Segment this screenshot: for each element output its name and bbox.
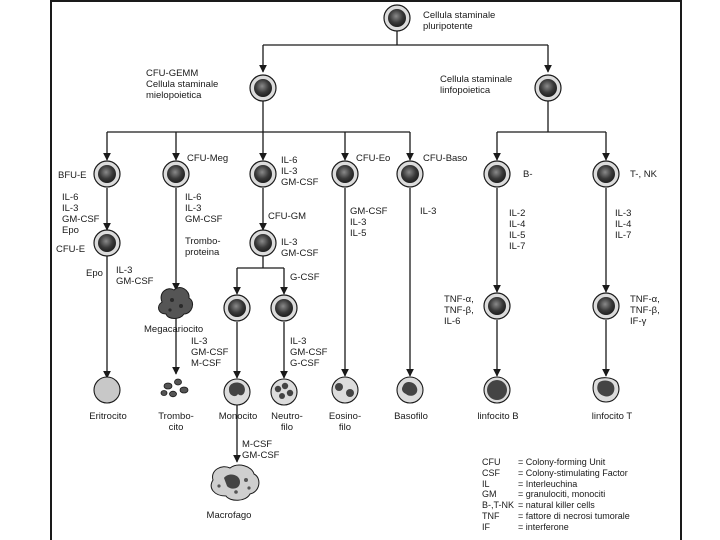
label-neutrofilo: Neutro- filo	[271, 411, 303, 433]
factors-baso: IL-3	[420, 206, 437, 217]
legend-definition: = natural killer cells	[518, 500, 595, 511]
legend-row: GM = granulociti, monociti	[482, 489, 718, 500]
factors-meg: IL-6 IL-3 GM-CSF	[185, 192, 223, 225]
legend-row: B-,T-NK= natural killer cells	[482, 500, 718, 511]
factors-t: IL-3 IL-4 IL-7	[615, 208, 632, 241]
legend-abbr: CSF	[482, 467, 500, 478]
factors-cfu-e: IL-3 GM-CSF	[116, 265, 154, 287]
legend-row: IL = Interleuchina	[482, 479, 718, 490]
legend-row: TNF = fattore di necrosi tumorale	[482, 511, 718, 522]
cell-cfu-gm	[249, 229, 277, 257]
label-cfu-meg: CFU-Meg	[187, 153, 229, 164]
cell-cfu-gm-parent	[249, 160, 277, 188]
legend-abbr: CFU	[482, 457, 501, 467]
label-lymphoid-stem: Cellula staminale linfopoietica	[440, 74, 513, 96]
factors-trombopoietina: Trombo- proteina	[185, 236, 221, 258]
label-cfu-eo: CFU-Eo	[356, 153, 391, 164]
label-eosinofilo: Eosino- filo	[328, 411, 362, 433]
b-lymphocyte-shape	[483, 376, 511, 404]
t-lymphocyte-shape	[592, 377, 620, 403]
label-megacariocito: Megacariocito	[144, 324, 204, 335]
legend-abbr: IF	[482, 521, 490, 532]
label-t-nk: T-, NK	[630, 169, 657, 180]
legend-definition: = interferone	[518, 521, 569, 532]
cells	[93, 4, 620, 322]
megakaryocyte-shape	[158, 287, 194, 319]
monocyte-shape	[223, 378, 251, 406]
label-cfu-gemm: CFU-GEMM Cellula staminale mielopoietica	[146, 68, 219, 101]
neutrophil-shape	[270, 378, 298, 406]
cell-cfu-meg	[162, 160, 190, 188]
label-trombocito: Trombo- cito	[158, 411, 194, 433]
cell-cfu-baso	[396, 160, 424, 188]
label-monocito: Monocito	[218, 411, 258, 422]
legend-row: CSF = Colony-stimulating Factor	[482, 468, 718, 479]
label-b: B-	[523, 169, 533, 180]
legend-definition: = fattore di necrosi tumorale	[518, 510, 630, 521]
factors-eo: GM-CSF IL-3 IL-5	[350, 206, 388, 239]
legend-definition: = Colony-stimulating Factor	[518, 467, 628, 478]
cell-monoblast	[223, 294, 251, 322]
legend-definition: = Colony-forming Unit	[518, 457, 606, 467]
stem-cell-pluripotent	[383, 4, 411, 32]
legend-abbr: IL	[482, 478, 490, 489]
factors-macro: M-CSF GM-CSF	[242, 439, 280, 461]
legend-abbr: B-,T-NK	[482, 500, 515, 511]
label-macrofago: Macrofago	[206, 510, 252, 521]
basophil-shape	[396, 376, 424, 404]
label-bfu-e: BFU-E	[58, 170, 87, 181]
factors-gm-mid: IL-3 GM-CSF	[281, 237, 319, 259]
frame-top	[50, 0, 682, 2]
cell-b-progenitor	[483, 160, 511, 188]
factors-mono: IL-3 GM-CSF M-CSF	[191, 336, 229, 369]
macrophage-shape	[210, 464, 260, 501]
frame-right	[680, 0, 682, 540]
label-cfu-gm: CFU-GM	[268, 211, 306, 222]
factors-gm-top: IL-6 IL-3 GM-CSF	[281, 155, 319, 188]
legend-abbr: GM	[482, 489, 497, 500]
factors-epo: Epo	[86, 268, 103, 279]
erythrocyte-shape	[93, 376, 121, 404]
cell-t-nk-progenitor	[592, 160, 620, 188]
frame-left	[50, 0, 52, 540]
cell-t-pre	[592, 292, 620, 320]
cell-bfu-e	[93, 160, 121, 188]
cell-b-pre	[483, 292, 511, 320]
cell-myeloblast	[270, 294, 298, 322]
label-cfu-baso: CFU-Baso	[423, 153, 468, 164]
factors-b: IL-2 IL-4 IL-5 IL-7	[509, 208, 526, 252]
cell-cfu-e	[93, 229, 121, 257]
legend-row: IF = interferone	[482, 522, 718, 533]
factors-t-pre: TNF-α, TNF-β, IF-γ	[630, 294, 660, 327]
label-stem-pluripotent: Cellula staminale pluripotente	[423, 10, 496, 32]
legend-definition: = Interleuchina	[518, 478, 578, 489]
stem-cell-myeloid	[249, 74, 277, 102]
stem-cell-lymphoid	[534, 74, 562, 102]
label-linfocito-b: linfocito B	[477, 411, 519, 422]
factors-b-pre: TNF-α, TNF-β, IL-6	[444, 294, 474, 327]
label-eritrocito: Eritrocito	[89, 411, 127, 422]
cell-cfu-eo	[331, 160, 359, 188]
connectors	[103, 31, 610, 463]
label-cfu-e: CFU-E	[56, 244, 86, 255]
label-linfocito-t: linfocito T	[591, 411, 633, 422]
legend-row: CFU = Colony-forming Unit	[482, 457, 718, 468]
legend-abbr: TNF	[482, 510, 500, 521]
label-basofilo: Basofilo	[394, 411, 428, 422]
factors-neutro: IL-3 GM-CSF G-CSF	[290, 336, 328, 369]
eosinophil-shape	[331, 376, 359, 404]
factors-bfu-e: IL-6 IL-3 GM-CSF Epo	[62, 192, 100, 236]
platelets-shape	[160, 378, 189, 398]
legend-definition: = granulociti, monociti	[518, 489, 606, 500]
factors-g-csf: G-CSF	[290, 272, 320, 283]
